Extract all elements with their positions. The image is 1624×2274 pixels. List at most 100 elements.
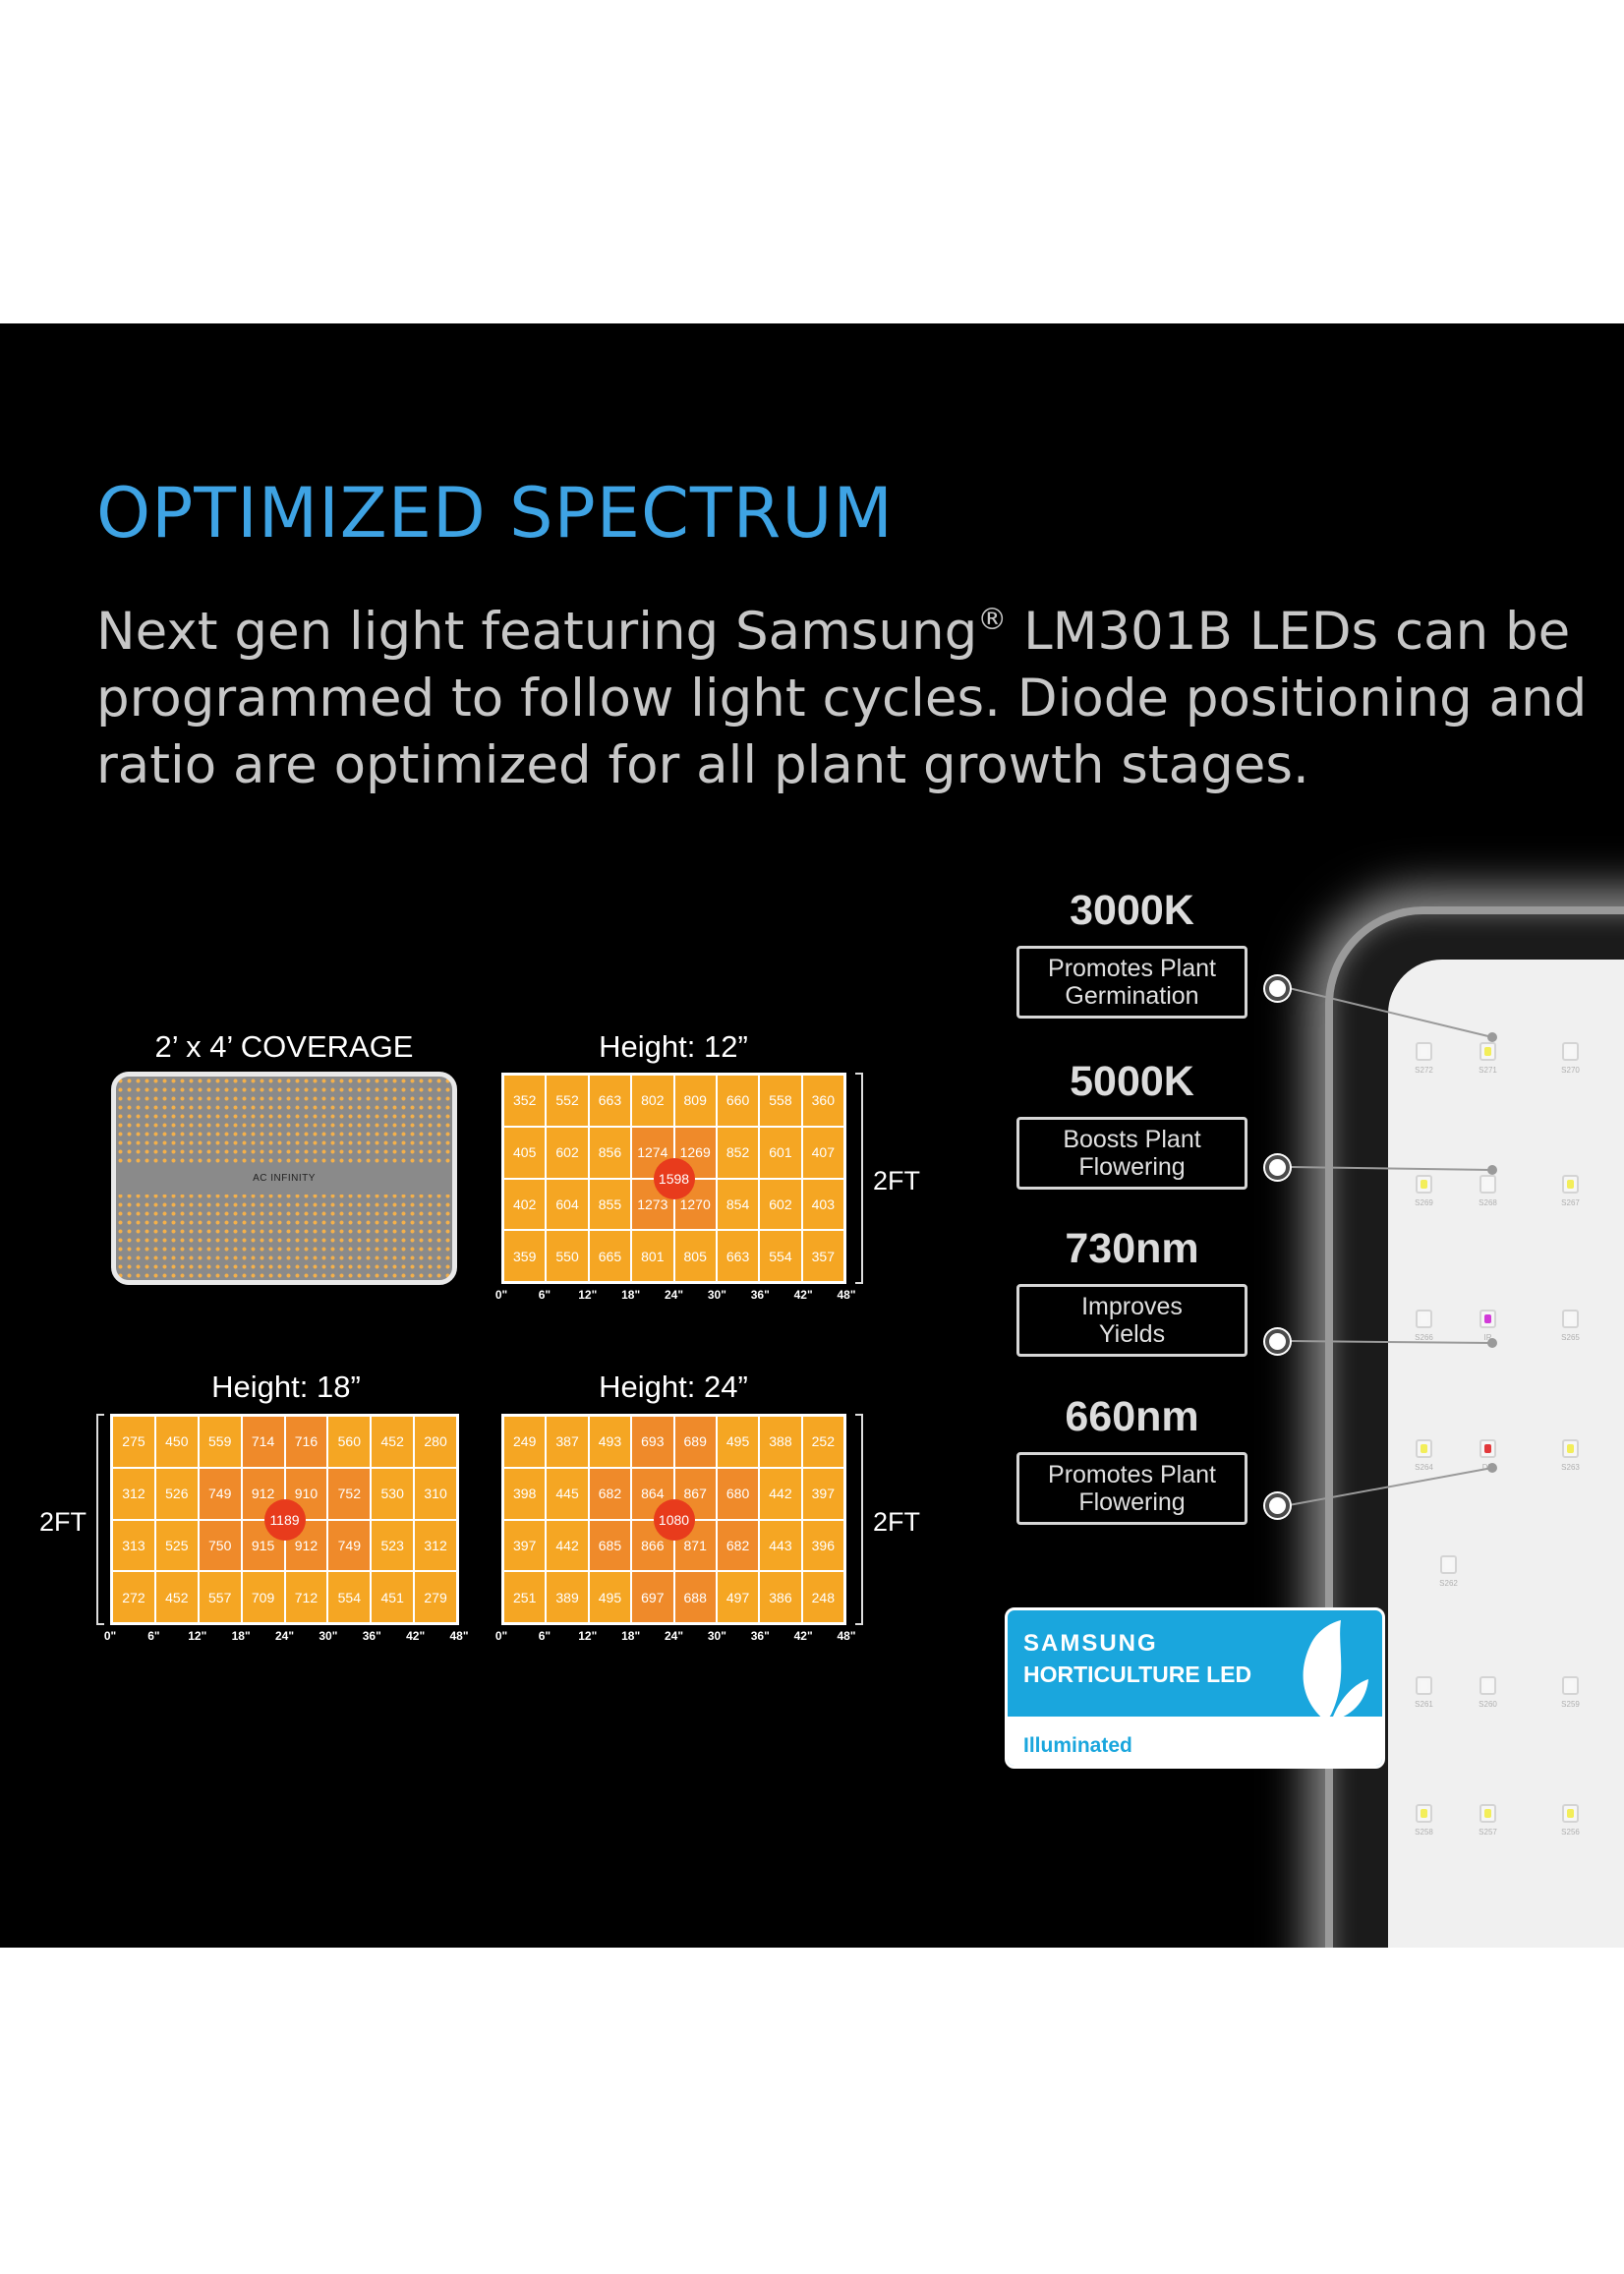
led-diode-label: S271 [1479,1066,1497,1075]
heatmap-cell: 451 [372,1572,414,1622]
led-diode-core [1484,1047,1491,1056]
heatmap-cell: 1270 [674,1179,716,1230]
heatmap-cell: 495 [717,1417,759,1467]
heatmap-cell: 749 [199,1468,241,1519]
led-diode-core [1484,1314,1491,1323]
spectrum-description-line: Promotes Plant [1048,955,1216,982]
led-diode-label: S269 [1415,1198,1433,1207]
heatmap-cell: 685 [589,1520,631,1571]
led-diode: S264 [1415,1439,1433,1472]
led-diode: S270 [1561,1042,1580,1075]
x-tick-label: 18" [621,1288,641,1302]
heatmap-cell: 442 [760,1468,801,1519]
led-diode: S258 [1415,1804,1433,1837]
led-diode-core [1484,1681,1491,1690]
heatmap-cell: 693 [632,1417,673,1467]
heatmap-cell: 709 [242,1572,284,1622]
led-diode: S261 [1415,1676,1433,1709]
samsung-horticulture-badge: SAMSUNG HORTICULTURE LED Illuminated [1005,1607,1385,1769]
heatmap-cell: 801 [632,1231,673,1281]
spectrum-heading: 730nm [1065,1225,1199,1272]
x-tick-label: 18" [231,1629,251,1643]
heatmap-cell: 360 [802,1076,843,1126]
led-diode-core [1567,1809,1574,1818]
heatmap-cell: 387 [547,1417,588,1467]
led-diode-core [1567,1180,1574,1189]
heatmap-peak-value: 1189 [263,1498,306,1541]
heatmap-cell: 601 [760,1127,801,1178]
heatmap-18-title: Height: 18” [211,1370,361,1404]
heatmap-cell: 665 [589,1231,631,1281]
heatmap-cell: 749 [328,1520,371,1571]
heatmap-cell: 279 [415,1572,456,1622]
spectrum-description-line: Boosts Plant [1063,1126,1201,1153]
x-tick-label: 18" [621,1629,641,1643]
heatmap-cell: 663 [717,1231,759,1281]
heatmap-cell: 663 [589,1076,631,1126]
heatmap-cell: 450 [155,1417,198,1467]
heatmap-cell: 407 [802,1127,843,1178]
heatmap-cell: 750 [199,1520,241,1571]
heatmap-cell: 313 [113,1520,154,1571]
heatmap-cell: 560 [328,1417,371,1467]
heatmap-cell: 442 [547,1520,588,1571]
subtitle-line-3: ratio are optimized for all plant growth… [96,735,1309,795]
heatmap-cell: 397 [802,1468,843,1519]
led-diode-label: S260 [1479,1700,1497,1709]
spectrum-description-line: Flowering [1078,1153,1186,1181]
heatmap-cell: 398 [504,1468,546,1519]
heatmap-cell: 248 [802,1572,843,1622]
horticulture-led-label: HORTICULTURE LED [1023,1662,1252,1687]
led-diode-core [1484,1809,1491,1818]
badge-footer: Illuminated [1008,1717,1382,1766]
height-bracket [855,1414,863,1625]
led-diode-core [1421,1180,1427,1189]
x-tick-label: 48" [837,1288,856,1302]
spectrum-description-line: Germination [1065,982,1199,1010]
led-diode-label: S270 [1561,1066,1580,1075]
x-tick-label: 0" [494,1629,508,1643]
led-diode-label: S264 [1415,1463,1433,1472]
coverage-title: 2’ x 4’ COVERAGE [154,1029,414,1064]
headline: OPTIMIZED SPECTRUM [96,473,894,554]
led-diode-core [1567,1444,1574,1453]
coverage-brand-label: AC INFINITY [253,1173,316,1184]
heatmap-cell: 688 [674,1572,716,1622]
heatmap-cell: 275 [113,1417,154,1467]
led-diode-core [1421,1314,1427,1323]
led-diode-core [1445,1560,1452,1569]
x-tick-label: 6" [538,1629,551,1643]
callout-node [1265,1329,1290,1354]
samsung-logo: SAMSUNG [1023,1630,1158,1657]
height-bracket [96,1414,104,1625]
x-tick-label: 42" [793,1288,813,1302]
x-tick-label: 30" [707,1288,726,1302]
x-tick-label: 0" [103,1629,117,1643]
callout-node [1265,976,1290,1001]
heatmap-cell: 386 [760,1572,801,1622]
led-diode-label: S267 [1561,1198,1580,1207]
subtitle: Next gen light featuring Samsung® LM301B… [96,599,1587,799]
heatmap-cell: 403 [802,1179,843,1230]
heatmap-cell: 554 [328,1572,371,1622]
heatmap-cell: 252 [802,1417,843,1467]
led-diode: S257 [1479,1804,1497,1837]
heatmap-cell: 689 [674,1417,716,1467]
heatmap-cell: 530 [372,1468,414,1519]
led-diode-label: S256 [1561,1828,1580,1837]
subtitle-line-1: Next gen light featuring Samsung® LM301B… [96,602,1571,662]
leaf-icon [1303,1620,1368,1721]
led-diode-label: S262 [1439,1579,1458,1588]
heatmap-cell: 805 [674,1231,716,1281]
x-tick-label: 36" [362,1629,381,1643]
x-tick-label: 48" [837,1629,856,1643]
heatmap-cell: 452 [155,1572,198,1622]
heatmap-cell: 452 [372,1417,414,1467]
height-bracket [855,1073,863,1284]
heatmap-cell: 714 [242,1417,284,1467]
heatmap-24-title: Height: 24” [599,1370,748,1404]
led-diode-label: S259 [1561,1700,1580,1709]
x-tick-label: 24" [274,1629,295,1643]
